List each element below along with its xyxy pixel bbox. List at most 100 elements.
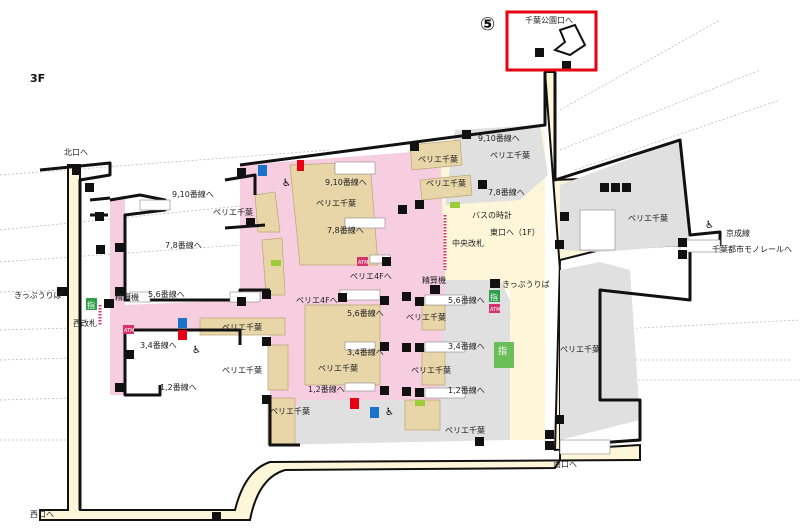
monorail-label[interactable]: 千葉都市モノレールへ — [712, 244, 792, 254]
reserved-seat-label: 指 — [490, 292, 498, 302]
reserved-seat-machine-icon — [494, 342, 514, 368]
perie-4f-label: ペリエ4Fへ — [350, 272, 392, 281]
elevator-icon — [535, 48, 544, 57]
perie-chiba-label: ペリエ千葉 — [270, 406, 310, 416]
elevator-icon — [600, 183, 609, 192]
restroom-icons: ♿ ♿ ♿ ♿ — [178, 160, 714, 418]
escalator-icon — [545, 430, 554, 439]
elevator-icons — [72, 48, 631, 446]
escalator-icon — [410, 142, 419, 151]
perie-chiba-label: ペリエ千葉 — [560, 344, 600, 354]
fare-adjustment-icon — [430, 285, 440, 294]
perie-chiba-label: ペリエ千葉 — [406, 312, 446, 322]
escalator-icon — [212, 512, 221, 521]
perie-4f-label: ペリエ4Fへ — [296, 296, 338, 305]
central-gate-label: 中央改札 — [452, 238, 484, 248]
atm-label: ATM — [490, 307, 500, 313]
escalator-icon — [95, 212, 104, 221]
escalator-icon — [415, 200, 424, 209]
escalator-icon — [380, 342, 389, 351]
perie-chiba-label: ペリエ千葉 — [222, 322, 262, 332]
platform-9-10-label: 9,10番線へ — [478, 133, 520, 143]
mens-restroom-icon — [370, 407, 379, 418]
perie-chiba-label: ペリエ千葉 — [418, 154, 458, 164]
escalator-icon — [237, 168, 246, 177]
wheelchair-icon: ♿ — [282, 178, 291, 189]
escalator-icon — [262, 395, 271, 404]
platform-3-4-label: 3,4番線へ — [448, 341, 485, 351]
escalator-icon — [85, 183, 94, 192]
north-exit-label[interactable]: 北口へ — [64, 148, 88, 157]
ic-card-charge-icon — [450, 202, 460, 208]
escalator-icon — [678, 250, 687, 259]
highlight-box — [505, 10, 598, 72]
elevator-icon — [96, 245, 105, 254]
elevator-icon — [555, 415, 564, 424]
platform-1-2-label: 1,2番線へ — [448, 385, 485, 395]
ic-card-icons — [271, 202, 460, 406]
escalator-icon — [478, 180, 487, 189]
reserved-seat-ticket-office-icon — [86, 298, 97, 310]
east-exit-label[interactable]: 東口へ（1F） — [490, 227, 540, 237]
escalator-icon — [380, 296, 389, 305]
escalator-icon — [382, 257, 391, 266]
fare-adjustment-icon — [104, 299, 114, 308]
perie-chiba-label: ペリエ千葉 — [628, 213, 668, 223]
elevator-icon — [72, 166, 81, 175]
elevator-icon — [402, 343, 411, 352]
elevator-icon — [398, 205, 407, 214]
elevator-icon — [402, 292, 411, 301]
west-exit-label[interactable]: 西口へ — [30, 510, 54, 519]
highlight-number: ⑤ — [480, 14, 495, 35]
ticket-gates — [98, 215, 447, 325]
atm-label: ATM — [124, 328, 134, 334]
ticket-machine-icon — [57, 287, 67, 296]
escalator-icon — [555, 240, 564, 249]
ticket-office-label: きっぷうりば — [502, 280, 550, 289]
escalator-icon — [545, 441, 554, 450]
escalator-icon — [115, 243, 124, 252]
area-labels: 9,10番線へ ペリエ千葉 7,8番線へ 5,6番線へ 3,4番線へ ペリエ千葉… — [140, 133, 668, 435]
escalator-icon — [462, 130, 471, 139]
ic-card-charge-icon — [271, 260, 281, 266]
platform-9-10-label: 9,10番線へ — [172, 189, 214, 199]
escalator-icon — [415, 297, 424, 306]
platform-5-6-label: 5,6番線へ — [347, 308, 384, 318]
platform-5-6-label: 5,6番線へ — [448, 295, 485, 305]
ic-card-charge-icon — [415, 400, 425, 406]
south-exit-label[interactable]: 南口へ — [553, 459, 577, 469]
platform-7-8-label: 7,8番線へ — [327, 225, 364, 235]
west-gate-label: 西改札 — [73, 318, 97, 328]
elevator-icon — [402, 387, 411, 396]
elevator-icon — [611, 183, 620, 192]
womens-restroom-icon — [350, 398, 359, 409]
fare-adjustment-label: 精算機 — [422, 275, 446, 285]
escalator-icon — [125, 350, 134, 359]
elevator-icon — [475, 437, 484, 446]
atm-icon — [489, 304, 500, 313]
elevator-icon — [237, 297, 246, 306]
reserved-seat-label: 指 — [498, 345, 507, 357]
chiba-koen-exit-label[interactable]: 千葉公園口へ — [525, 15, 573, 25]
womens-restroom-icon — [297, 160, 304, 171]
escalator-icon — [415, 388, 424, 397]
escalator-icon — [560, 212, 569, 221]
mens-restroom-icon — [258, 165, 267, 176]
escalator-icon — [562, 61, 571, 70]
escalator-icon — [262, 290, 271, 299]
platform-5-6-label: 5,6番線へ — [148, 289, 185, 299]
fare-adjustment-label: 精算機 — [115, 292, 139, 302]
escalator-icon — [338, 293, 347, 302]
atm-icon — [357, 257, 368, 266]
womens-restroom-icon — [178, 330, 187, 340]
platform-1-2-label: 1,2番線へ — [308, 384, 345, 394]
atm-icon — [123, 325, 134, 334]
reserved-seat-ticket-office-icon — [489, 290, 500, 302]
escalator-icons — [85, 61, 687, 521]
platform-3-4-label: 3,4番線へ — [140, 340, 177, 350]
keisei-line-label[interactable]: 京成線 — [726, 228, 750, 238]
reserved-seat-label: 指 — [87, 300, 95, 310]
ticket-office-label: きっぷうりば — [14, 291, 62, 300]
escalator-icon — [678, 238, 687, 247]
